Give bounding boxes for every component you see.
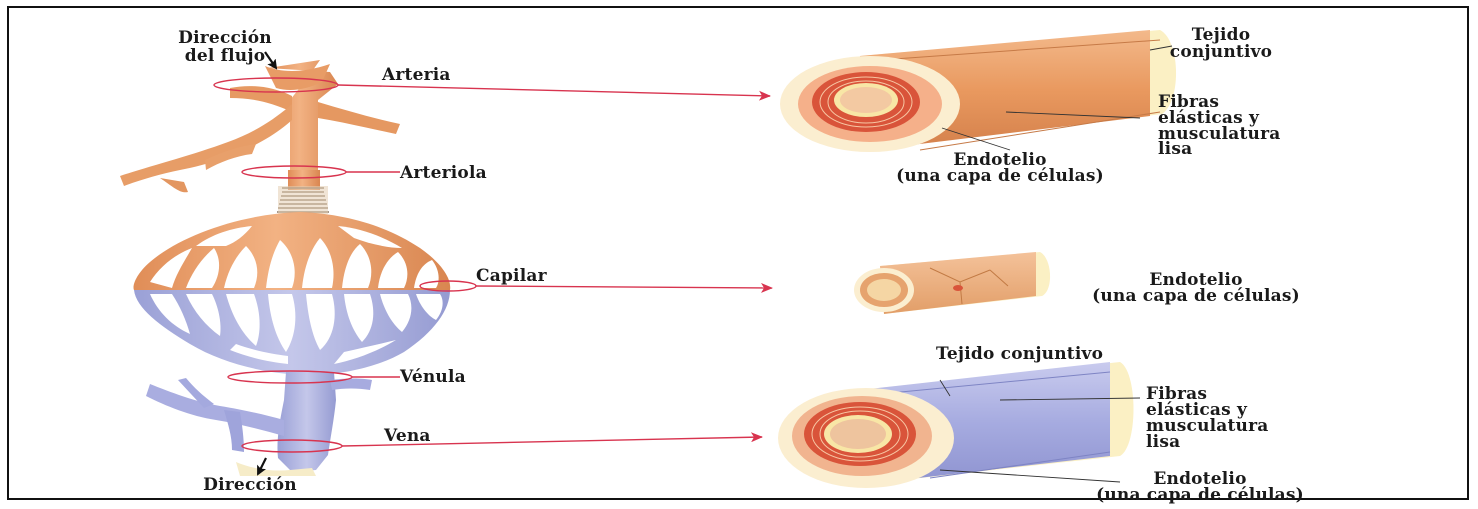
vena-label: Vena [384,428,431,445]
vein-endothelium-label-2: (una capa de células) [1030,487,1370,504]
venula-label: Vénula [400,369,466,386]
artery-connective-label-2: conjuntivo [1156,44,1286,61]
capillary-cross-section [854,252,1050,314]
vein-fibers-label-4: lisa [1146,434,1180,451]
flow-direction-label-top-2: del flujo [160,48,290,65]
arteria-label: Arteria [382,67,451,84]
vein-connective-label: Tejido conjuntivo [936,346,1103,363]
vein-cross-section [778,362,1140,488]
flow-direction-label-bottom: Dirección [165,477,335,494]
arteriola-label: Arteriola [400,165,487,182]
artery-endothelium-label-2: (una capa de células) [830,168,1170,185]
capilar-label: Capilar [476,268,547,285]
artery-cross-section [780,30,1176,152]
capillary-endothelium-label-2: (una capa de células) [1046,288,1346,305]
flow-direction-label-top-1: Dirección [160,30,290,47]
